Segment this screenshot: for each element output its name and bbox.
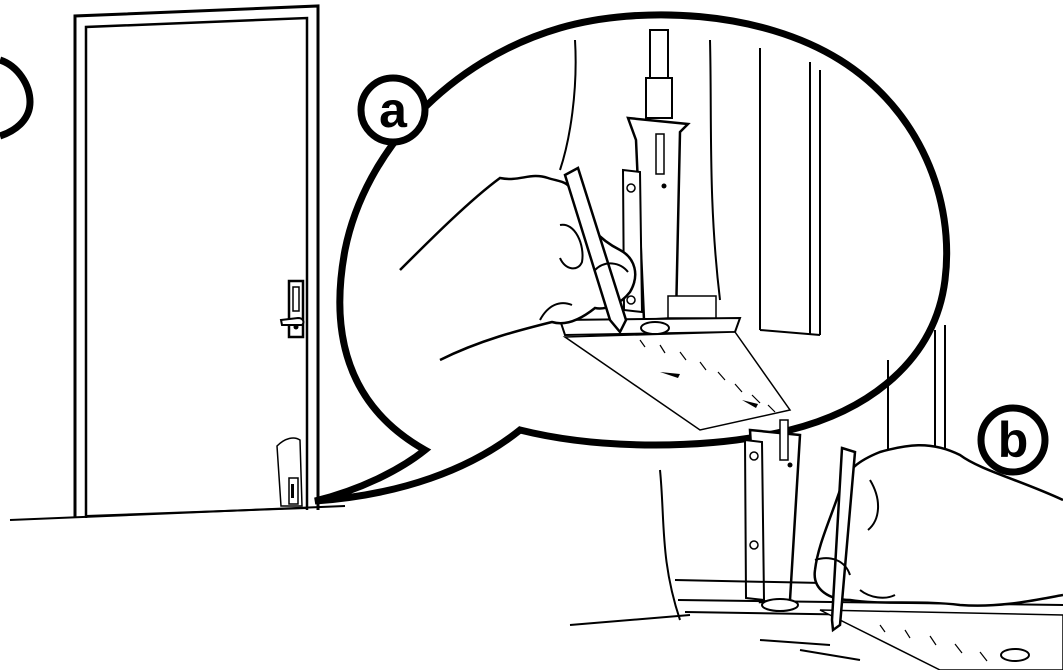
callout-b: b [981, 408, 1045, 472]
floor-guide-small [277, 438, 302, 506]
callout-b-label: b [998, 412, 1029, 468]
door-handle [281, 281, 303, 337]
cropped-callout-circle [0, 60, 30, 136]
callout-a: a [361, 78, 425, 142]
callout-a-label: a [379, 82, 408, 138]
door [75, 6, 318, 518]
